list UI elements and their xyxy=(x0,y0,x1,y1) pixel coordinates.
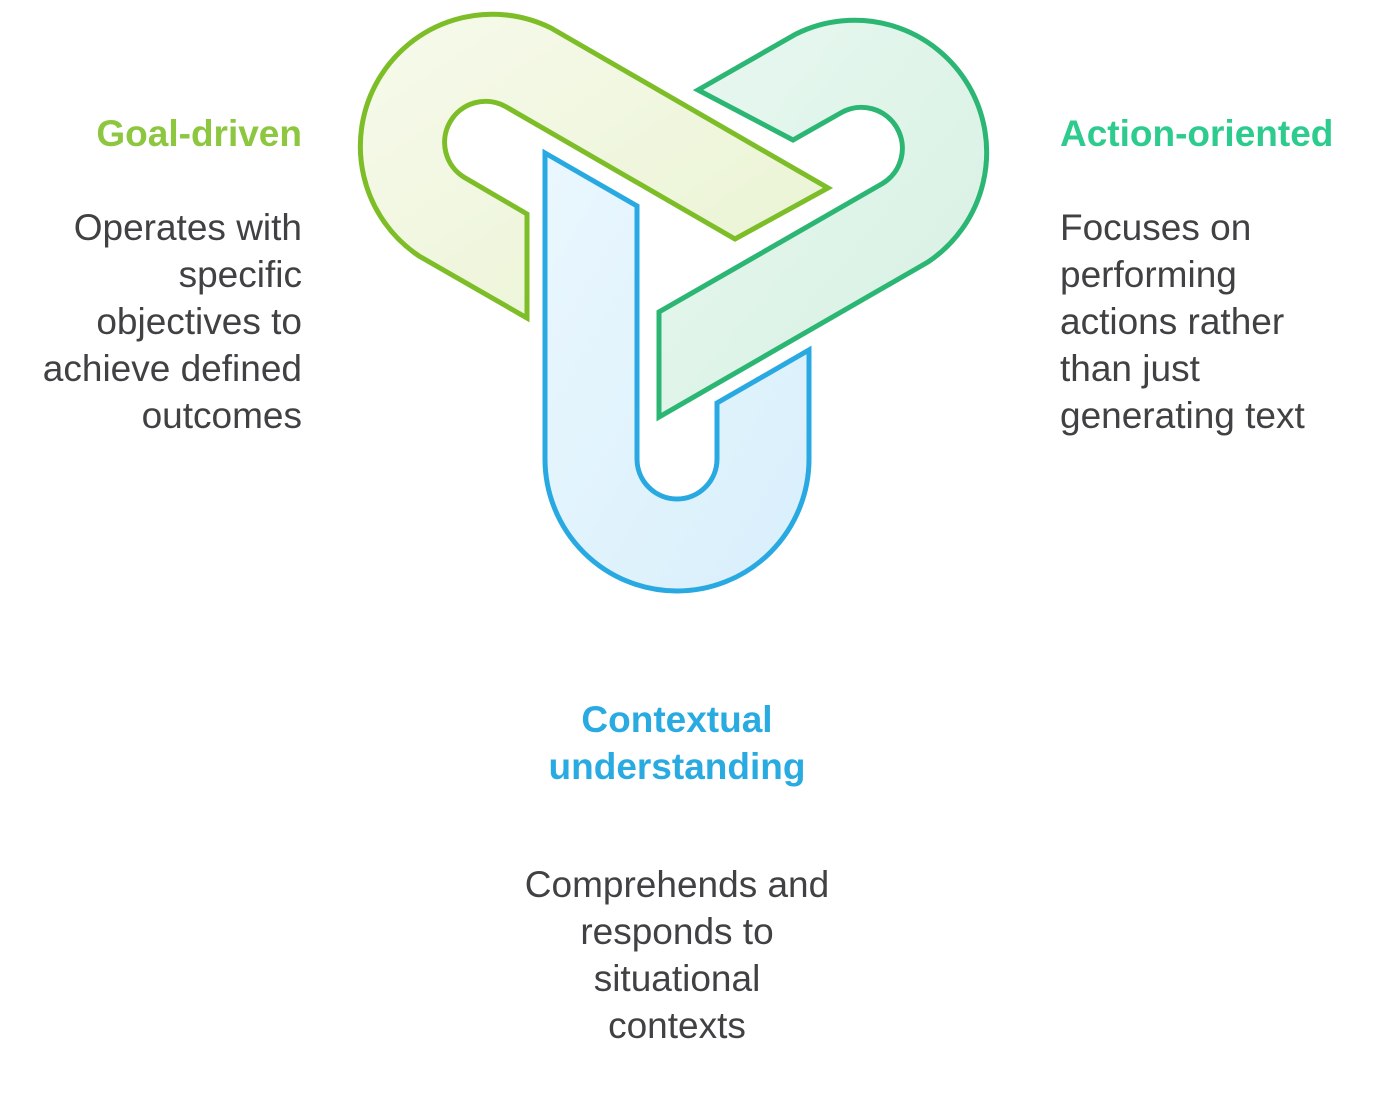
goal-driven-heading: Goal-driven xyxy=(96,113,302,154)
contextual-understanding-panel: Contextual understanding Comprehends and… xyxy=(525,649,829,1096)
goal-driven-panel: Goal-driven Operates with specific objec… xyxy=(43,63,302,486)
action-oriented-description: Focuses on performing actions rather tha… xyxy=(1060,207,1305,436)
knot-graphic xyxy=(357,11,990,594)
contextual-understanding-arm-shape xyxy=(542,148,812,594)
goal-driven-description: Operates with specific objectives to ach… xyxy=(42,207,302,436)
contextual-understanding-description: Comprehends and responds to situational … xyxy=(524,864,830,1046)
goal-driven-arm-shape xyxy=(357,11,834,323)
action-oriented-heading: Action-oriented xyxy=(1060,113,1334,154)
action-oriented-arm-shape xyxy=(656,17,990,422)
tri-knot-icon xyxy=(357,11,990,594)
contextual-understanding-heading: Contextual understanding xyxy=(548,699,806,787)
action-oriented-panel: Action-oriented Focuses on performing ac… xyxy=(1060,63,1333,486)
